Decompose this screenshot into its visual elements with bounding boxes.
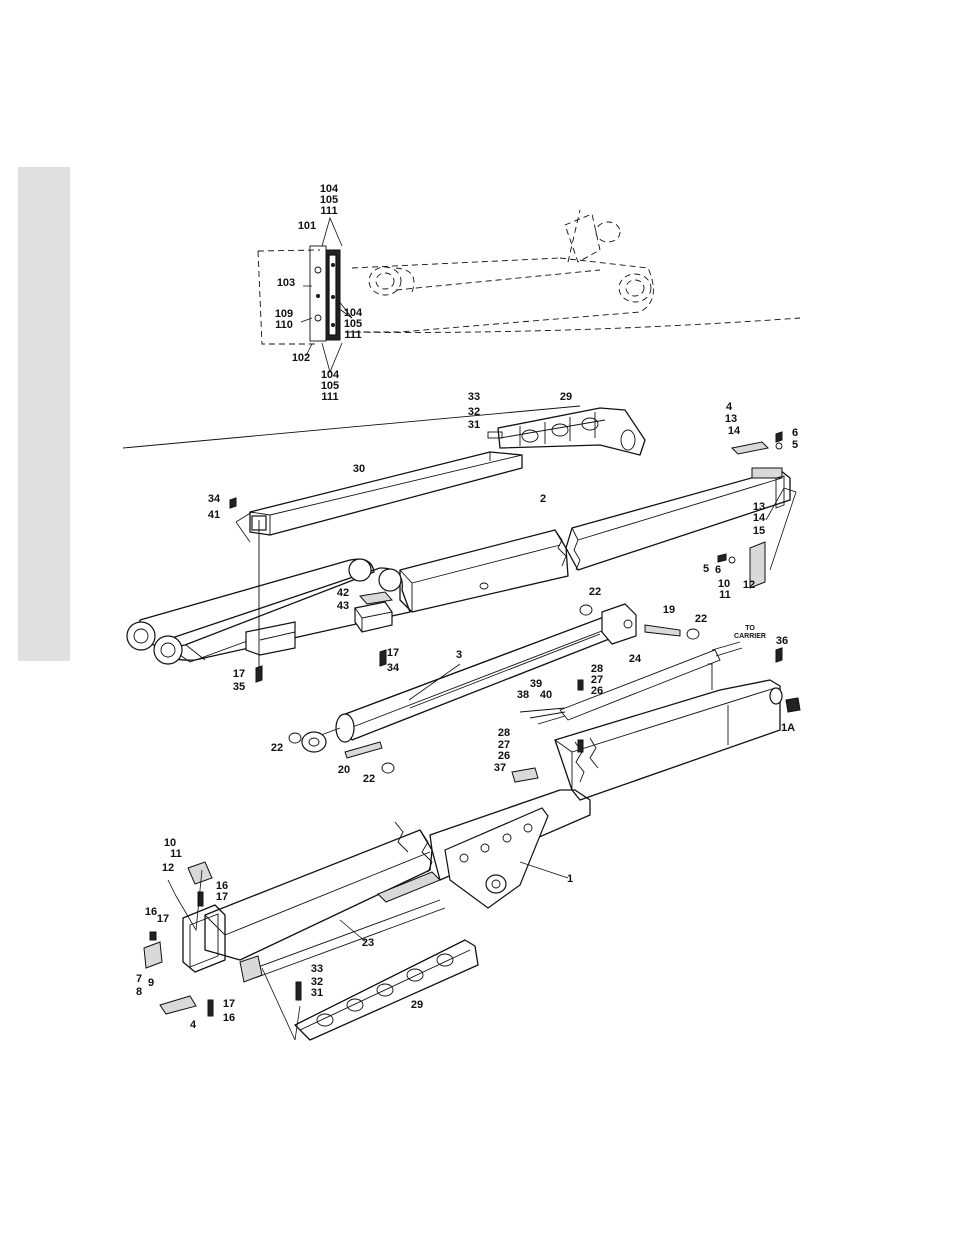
boom-section-1 bbox=[144, 790, 590, 1040]
callout-17: 17 bbox=[387, 647, 399, 659]
callout-26: 26 bbox=[591, 685, 603, 697]
to-carrier-note: TO CARRIER bbox=[734, 625, 766, 640]
callout-4: 4 bbox=[726, 401, 733, 413]
callout-33: 33 bbox=[311, 963, 323, 975]
callout-35: 35 bbox=[233, 681, 245, 693]
callout-12: 12 bbox=[743, 579, 755, 591]
callout-4: 4 bbox=[190, 1019, 197, 1031]
callout-1: 1 bbox=[567, 873, 573, 885]
callout-32: 32 bbox=[468, 406, 480, 418]
callout-111: 111 bbox=[344, 329, 361, 341]
part-callouts: 1041051111011031041051111091101021041051… bbox=[136, 183, 798, 1031]
callout-29: 29 bbox=[560, 391, 572, 403]
callout-11: 11 bbox=[719, 589, 731, 601]
callout-101: 101 bbox=[298, 220, 316, 232]
callout-34: 34 bbox=[387, 662, 400, 674]
callout-28: 28 bbox=[498, 727, 510, 739]
callout-19: 19 bbox=[663, 604, 675, 616]
callout-24: 24 bbox=[629, 653, 642, 665]
to-carrier-line-1: TO bbox=[745, 625, 755, 632]
callout-43: 43 bbox=[337, 600, 349, 612]
callout-6: 6 bbox=[792, 427, 798, 439]
callout-16: 16 bbox=[145, 906, 157, 918]
boom-section-30 bbox=[250, 452, 522, 535]
callout-40: 40 bbox=[540, 689, 552, 701]
callout-22: 22 bbox=[695, 613, 707, 625]
callout-16: 16 bbox=[223, 1012, 235, 1024]
callout-36: 36 bbox=[776, 635, 788, 647]
callout-13: 13 bbox=[725, 413, 737, 425]
callout-23: 23 bbox=[362, 937, 374, 949]
callout-14: 14 bbox=[728, 425, 741, 437]
callout-33: 33 bbox=[468, 391, 480, 403]
inset-detail bbox=[258, 210, 800, 372]
callout-17: 17 bbox=[233, 668, 245, 680]
callout-17: 17 bbox=[223, 998, 235, 1010]
section-break-line bbox=[123, 406, 580, 448]
pad-plate-101 bbox=[310, 246, 326, 341]
to-carrier-line-2: CARRIER bbox=[734, 633, 766, 640]
callout-110: 110 bbox=[275, 319, 293, 331]
callout-15: 15 bbox=[753, 525, 765, 537]
callout-17: 17 bbox=[157, 913, 169, 925]
callout-7: 7 bbox=[136, 973, 142, 985]
callout-42: 42 bbox=[337, 587, 349, 599]
callout-31: 31 bbox=[311, 987, 323, 999]
callout-26: 26 bbox=[498, 750, 510, 762]
callout-103: 103 bbox=[277, 277, 295, 289]
callout-9: 9 bbox=[148, 977, 154, 989]
base-boom-arms bbox=[127, 498, 410, 682]
callout-41: 41 bbox=[208, 509, 220, 521]
callout-2: 2 bbox=[540, 493, 546, 505]
callout-3: 3 bbox=[456, 649, 462, 661]
callout-38: 38 bbox=[517, 689, 529, 701]
callout-17: 17 bbox=[216, 891, 228, 903]
callout-11: 11 bbox=[170, 848, 182, 860]
callout-37: 37 bbox=[494, 762, 506, 774]
callout-111: 111 bbox=[321, 391, 338, 403]
callout-31: 31 bbox=[468, 419, 480, 431]
callout-5: 5 bbox=[792, 439, 798, 451]
callout-14: 14 bbox=[753, 512, 766, 524]
callout-102: 102 bbox=[292, 352, 310, 364]
callout-22: 22 bbox=[589, 586, 601, 598]
callout-5: 5 bbox=[703, 563, 709, 575]
callout-1a: 1A bbox=[781, 722, 795, 734]
callout-111: 111 bbox=[320, 205, 337, 217]
callout-20: 20 bbox=[338, 764, 350, 776]
callout-22: 22 bbox=[271, 742, 283, 754]
callout-12: 12 bbox=[162, 862, 174, 874]
callout-34: 34 bbox=[208, 493, 221, 505]
callout-6: 6 bbox=[715, 564, 721, 576]
callout-8: 8 bbox=[136, 986, 142, 998]
callout-29: 29 bbox=[411, 999, 423, 1011]
extension-cylinder-3 bbox=[289, 604, 699, 773]
boom-section-24 bbox=[512, 642, 800, 800]
callout-30: 30 bbox=[353, 463, 365, 475]
callout-22: 22 bbox=[363, 773, 375, 785]
chain-29-top bbox=[488, 408, 645, 455]
